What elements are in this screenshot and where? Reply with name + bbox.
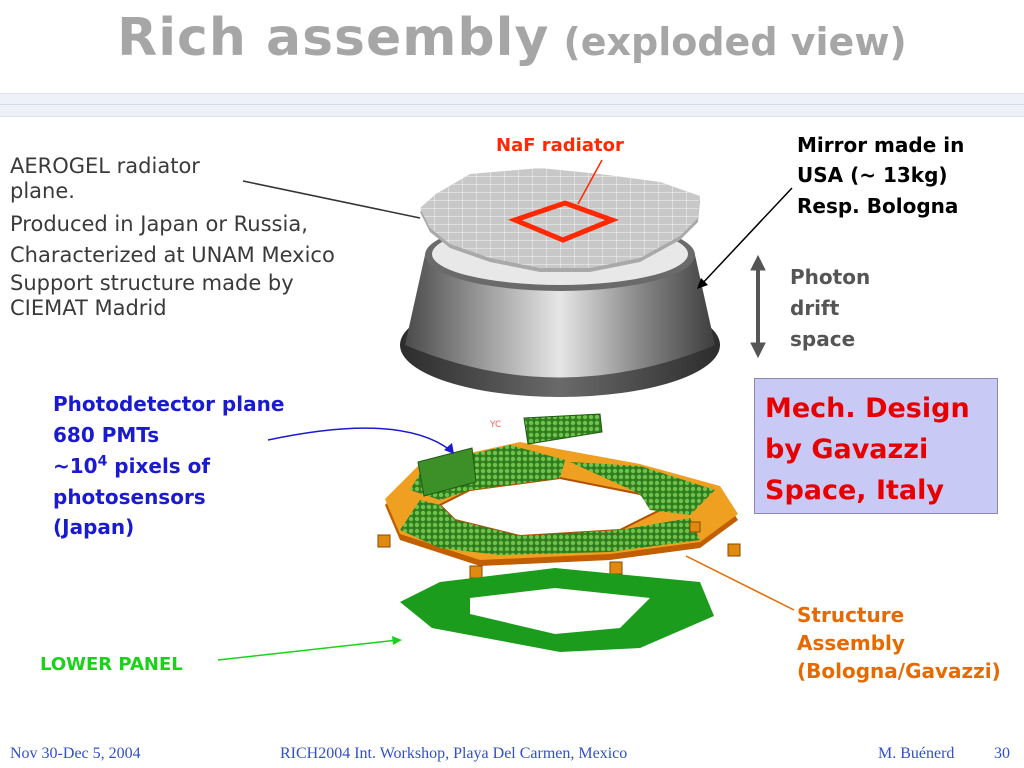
- photodetector-structure: [377, 413, 741, 579]
- photon-line-1: Photon: [790, 265, 871, 289]
- lower-panel-arrowhead: [392, 636, 402, 645]
- photon-line-2: drift: [790, 296, 840, 320]
- photodetector-leader-line: [267, 427, 451, 451]
- footer-date: Nov 30-Dec 5, 2004: [10, 745, 141, 762]
- naf-leader-line: [577, 159, 603, 205]
- structure-leader-line: [685, 555, 795, 611]
- mech-line-2: by Gavazzi: [765, 434, 929, 465]
- footer-author: M. Buénerd: [878, 745, 955, 762]
- aerogel-line-6: CIEMAT Madrid: [10, 296, 167, 320]
- mirror-line-3: Resp. Bologna: [797, 194, 959, 218]
- aerogel-line-5: Support structure made by: [10, 271, 294, 295]
- aerogel-leader-line: [242, 180, 421, 219]
- yc-tag: YC: [489, 420, 501, 430]
- mech-line-1: Mech. Design: [765, 393, 970, 424]
- photodetector-arrowhead: [444, 443, 454, 454]
- title-subtitle: (exploded view): [563, 20, 907, 64]
- structure-line-3: (Bologna/Gavazzi): [797, 659, 1001, 683]
- mech-line-3: Space, Italy: [765, 475, 944, 506]
- naf-label: NaF radiator: [496, 135, 624, 156]
- structure-line-1: Structure: [797, 603, 905, 627]
- aerogel-line-4: Characterized at UNAM Mexico: [10, 243, 335, 267]
- page-title: Rich assembly (exploded view): [0, 8, 1024, 68]
- photodetector-line-3: ~104 pixels of: [53, 451, 210, 482]
- footer: Nov 30-Dec 5, 2004 RICH2004 Int. Worksho…: [0, 745, 1024, 765]
- photodetector-line-5: (Japan): [53, 515, 135, 539]
- title-underline-bar: [0, 93, 1024, 117]
- aerogel-radiator-plane: [420, 168, 700, 272]
- aerogel-line-1: AEROGEL radiator: [10, 154, 200, 178]
- mirror-line-1: Mirror made in: [797, 133, 965, 157]
- title-underline-line: [0, 104, 1024, 105]
- mech-design-text: Mech. Design by Gavazzi Space, Italy: [765, 388, 970, 511]
- footer-page-number: 30: [994, 745, 1010, 762]
- mirror-arrowhead: [697, 278, 708, 289]
- mirror-line-2: USA (~ 13kg): [797, 163, 948, 187]
- naf-radiator-square: [507, 200, 619, 243]
- photodetector-line-4: photosensors: [53, 485, 206, 509]
- lower-panel-leader-line: [217, 639, 399, 661]
- aerogel-line-2: plane.: [10, 179, 75, 203]
- structure-line-2: Assembly: [797, 631, 905, 655]
- aerogel-line-3: Produced in Japan or Russia,: [10, 212, 308, 236]
- photodetector-line-2: 680 PMTs: [53, 423, 160, 447]
- title-main: Rich assembly: [117, 8, 550, 68]
- lower-panel: [400, 568, 714, 652]
- mech-design-box: [754, 378, 998, 514]
- photon-drift-arrow: [750, 254, 766, 359]
- lower-panel-label: LOWER PANEL: [40, 654, 183, 675]
- pixels-suffix: pixels of: [107, 454, 211, 478]
- photon-line-3: space: [790, 327, 856, 351]
- pixels-exponent: 4: [97, 453, 108, 470]
- photodetector-line-1: Photodetector plane: [53, 392, 285, 416]
- pixels-prefix: ~10: [53, 454, 98, 478]
- mirror-leader-line: [699, 187, 793, 287]
- footer-event: RICH2004 Int. Workshop, Playa Del Carmen…: [280, 745, 628, 762]
